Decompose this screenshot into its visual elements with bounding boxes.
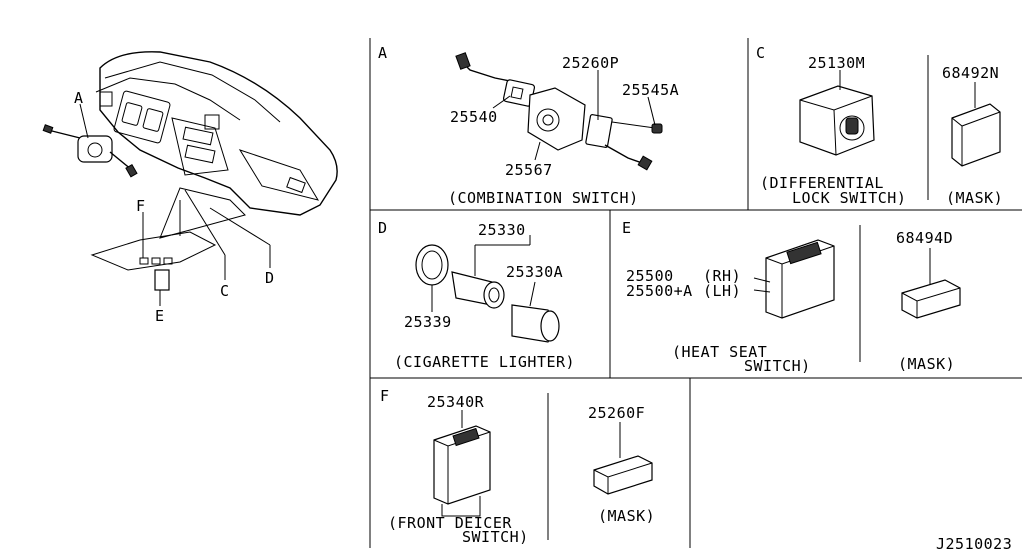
- part-68492n: 68492N: [942, 64, 999, 82]
- section-c: C 25130M (DIFFERENTIAL LOCK SWITCH) 6849…: [756, 44, 1003, 207]
- section-c-mask-caption: (MASK): [946, 189, 1003, 207]
- section-e-caption-line1: (HEAT SEAT: [672, 343, 767, 361]
- section-f: F 25340R (FRONT DEICER SWITCH) 25260F (M…: [380, 387, 655, 546]
- dashboard-overview: [42, 51, 338, 306]
- part-25260f: 25260F: [588, 404, 645, 422]
- section-d-caption: (CIGARETTE LIGHTER): [394, 353, 575, 371]
- section-e-caption-line2: SWITCH): [744, 357, 811, 375]
- callout-c: C: [220, 282, 229, 300]
- part-25330: 25330: [478, 221, 526, 239]
- section-d: D 25330 25330A 25339 (CIGARETTE LIGHTER): [378, 219, 575, 371]
- section-a-letter: A: [378, 44, 387, 62]
- callout-d: D: [265, 269, 274, 287]
- callout-e: E: [155, 307, 164, 325]
- part-25340r: 25340R: [427, 393, 485, 411]
- section-f-caption-line1: (FRONT DEICER: [388, 514, 512, 532]
- part-25330a: 25330A: [506, 263, 563, 281]
- part-25540: 25540: [450, 108, 498, 126]
- part-25567: 25567: [505, 161, 553, 179]
- section-e: E 25500 25500+A (RH) (LH) (HEAT SEAT SWI…: [622, 219, 961, 375]
- section-f-letter: F: [380, 387, 389, 405]
- section-c-letter: C: [756, 44, 765, 62]
- part-25545a: 25545A: [622, 81, 679, 99]
- section-a-caption: (COMBINATION SWITCH): [448, 189, 639, 207]
- callout-f: F: [136, 197, 145, 215]
- section-c-caption-line1: (DIFFERENTIAL: [760, 174, 884, 192]
- section-grid: [369, 38, 1022, 548]
- callout-a: A: [74, 89, 83, 107]
- section-c-caption-line2: LOCK SWITCH): [792, 189, 906, 207]
- section-a: A 25540 25260P 25545A 25567 (COMBINATION…: [378, 44, 679, 207]
- part-68494d: 68494D: [896, 229, 953, 247]
- section-d-letter: D: [378, 219, 387, 237]
- diagram-code: J2510023: [936, 535, 1012, 553]
- section-e-letter: E: [622, 219, 631, 237]
- section-f-caption-line2: SWITCH): [462, 528, 529, 546]
- side-label-rh: (RH): [703, 267, 741, 285]
- section-f-mask-caption: (MASK): [598, 507, 655, 525]
- part-25339: 25339: [404, 313, 452, 331]
- section-e-mask-caption: (MASK): [898, 355, 955, 373]
- part-25500-a: 25500+A: [626, 282, 693, 300]
- part-25260p: 25260P: [562, 54, 619, 72]
- side-label-lh: (LH): [703, 282, 741, 300]
- overview-callouts: A F C D E: [74, 89, 274, 325]
- part-25130m: 25130M: [808, 54, 865, 72]
- part-25500: 25500: [626, 267, 674, 285]
